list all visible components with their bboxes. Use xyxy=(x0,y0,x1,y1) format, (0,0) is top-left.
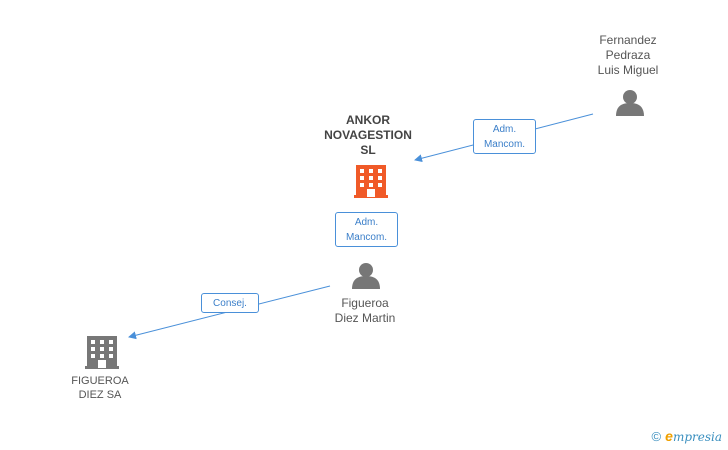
node-label-figueroa-sa[interactable]: FIGUEROA DIEZ SA xyxy=(71,375,129,401)
brand-name: mpresia xyxy=(672,430,722,444)
building-icon[interactable] xyxy=(354,165,388,198)
edge-label-fernandez-ankor: Adm. Mancom. xyxy=(473,119,536,154)
edge-label-figueroa-figueroa-sa: Consej. xyxy=(201,293,259,313)
node-label-figueroa-person[interactable]: Figueroa Diez Martin xyxy=(334,296,396,325)
edge-label-figueroa-ankor: Adm. Mancom. xyxy=(335,212,398,247)
building-icon[interactable] xyxy=(85,336,119,369)
person-icon[interactable] xyxy=(616,90,644,116)
brand-initial: e xyxy=(665,428,673,444)
copyright-icon: © xyxy=(651,428,662,444)
node-label-ankor[interactable]: ANKOR NOVAGESTION SL xyxy=(324,113,412,157)
person-icon[interactable] xyxy=(352,263,380,289)
node-label-fernandez[interactable]: Fernandez Pedraza Luis Miguel xyxy=(597,33,659,77)
brand-logo: empresia xyxy=(665,428,722,444)
brand-watermark: © empresia xyxy=(652,428,722,444)
